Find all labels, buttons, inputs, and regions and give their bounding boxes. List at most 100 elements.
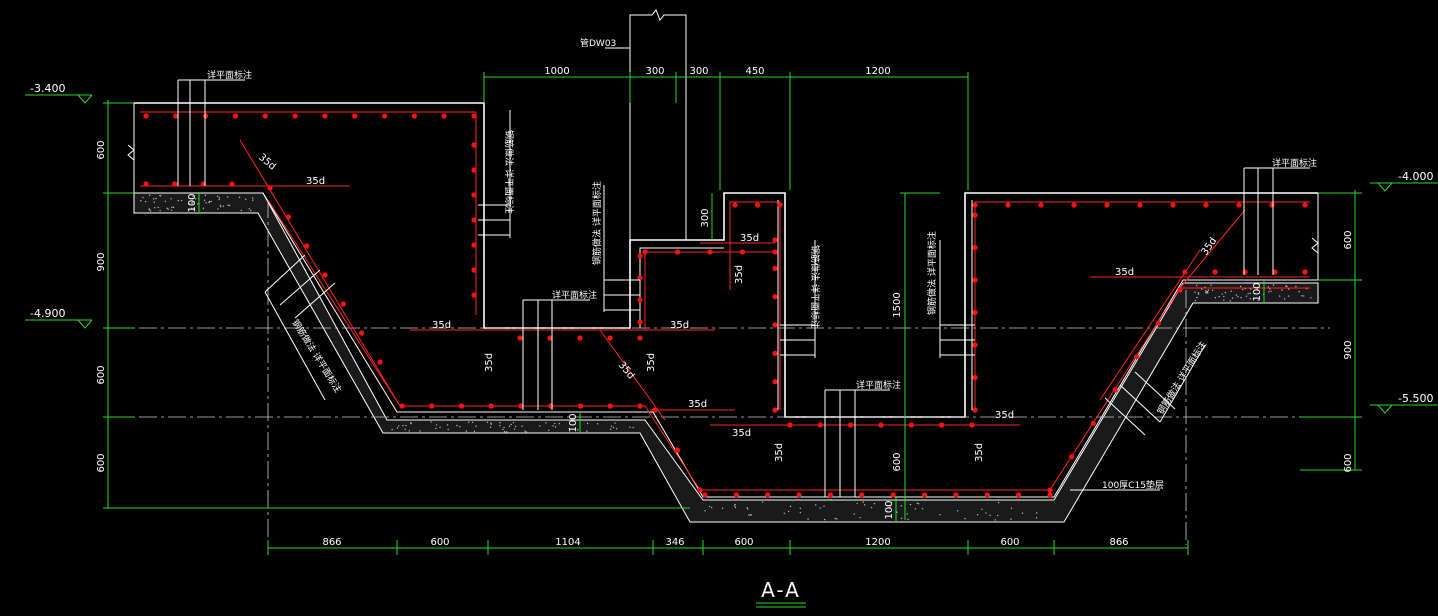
cushion-speck xyxy=(1035,517,1038,519)
cushion-speck xyxy=(514,425,517,428)
cushion-speck xyxy=(1247,293,1249,295)
rebar-dot xyxy=(1177,287,1183,293)
cushion-speck xyxy=(721,507,724,510)
cushion-speck xyxy=(149,210,152,212)
cushion-speck xyxy=(144,200,147,203)
cushion-speck xyxy=(1211,289,1214,291)
rebar-dot xyxy=(796,492,802,498)
cushion-speck xyxy=(761,501,764,503)
axis-lines xyxy=(110,200,1330,545)
rebar-dot xyxy=(702,492,708,498)
cushion-speck xyxy=(191,202,193,204)
rebar-dot xyxy=(772,350,778,356)
cushion-speck xyxy=(997,501,1000,504)
cushion-speck xyxy=(783,512,786,515)
rebar-dot xyxy=(637,335,643,341)
inner-dim-3: 100 xyxy=(884,500,895,519)
cushion-speck xyxy=(615,428,618,430)
cushion-speck xyxy=(471,421,474,423)
cushion-speck xyxy=(142,196,144,199)
cushion-speck xyxy=(708,505,711,508)
cushion-speck xyxy=(468,421,470,423)
cushion-speck xyxy=(252,199,254,201)
lap-label: 35d xyxy=(616,360,637,382)
rebar-dot xyxy=(203,113,209,119)
cushion-speck xyxy=(548,429,550,431)
cushion-speck xyxy=(222,205,225,207)
cushion-speck xyxy=(746,507,748,509)
cushion-speck xyxy=(1237,296,1239,298)
cushion-speck xyxy=(614,422,616,424)
rebar-dot xyxy=(488,403,494,409)
rebar-dot xyxy=(1272,269,1278,275)
lap-label: 35d xyxy=(734,265,745,284)
rebar-dot xyxy=(972,342,978,348)
note-labels: 管DW03 详平面标注 详平面标注 详平面标注 详平面标注 钢筋做法 详平面标注… xyxy=(207,37,1317,491)
top-dim-5: 1200 xyxy=(865,66,890,77)
right-dim-3: 600 xyxy=(1343,453,1354,472)
cushion-speck xyxy=(918,503,920,505)
cushion-speck xyxy=(612,426,615,429)
rebar-dot xyxy=(1182,269,1188,275)
cushion-speck xyxy=(1287,295,1290,297)
cushion-speck xyxy=(191,198,194,200)
cushion-speck xyxy=(410,422,412,425)
cushion-speck xyxy=(240,209,242,212)
cushion-speck xyxy=(398,425,400,427)
rebar-dot xyxy=(972,374,978,381)
lap-label: 35d xyxy=(995,410,1014,421)
rebar-dot xyxy=(732,202,738,208)
rebar-dot xyxy=(642,249,648,255)
wall-note-4: 钢筋做法 详平面标注 xyxy=(926,231,938,315)
cushion-speck xyxy=(749,514,752,516)
cushion-speck xyxy=(1281,289,1283,291)
cushion-speck xyxy=(499,425,501,427)
cushion-speck xyxy=(226,196,229,198)
rebar-dot xyxy=(772,294,778,300)
cushion-speck xyxy=(900,517,903,520)
cushion-speck xyxy=(1267,286,1270,288)
rebar-dot xyxy=(1038,202,1044,208)
cushion-speck xyxy=(576,429,579,431)
cushion-speck xyxy=(788,510,790,513)
cushion-speck xyxy=(1268,291,1270,293)
cushion-speck xyxy=(473,430,476,433)
bottom-dim-4: 346 xyxy=(665,537,684,548)
rebar-dot xyxy=(972,407,978,413)
rebar-dot xyxy=(1212,269,1218,275)
rebar-dot xyxy=(754,202,761,208)
cushion-speck xyxy=(558,422,560,425)
rebar-dot xyxy=(292,113,298,119)
lap-label: 35d xyxy=(484,353,495,372)
rebar-dot xyxy=(322,113,328,119)
cushion-speck xyxy=(863,504,866,506)
cushion-speck xyxy=(836,518,838,520)
cushion-speck xyxy=(238,196,241,199)
lap-label: 35d xyxy=(1115,267,1134,278)
bar-note-left: 详平面标注 xyxy=(207,69,252,81)
cushion-speck xyxy=(435,424,438,426)
cushion-speck xyxy=(1207,289,1210,291)
rebar-dot xyxy=(972,277,978,283)
rebar-dot xyxy=(817,422,823,428)
cushion-speck xyxy=(909,503,912,506)
cushion-speck xyxy=(921,507,924,510)
cushion-speck xyxy=(402,424,404,427)
cushion-speck xyxy=(900,505,903,507)
cushion-speck xyxy=(629,426,631,428)
cushion-speck xyxy=(996,514,999,517)
rebar-dot xyxy=(1203,202,1209,208)
rebar-dot xyxy=(707,249,713,255)
bottom-dim-1: 866 xyxy=(322,537,341,548)
rebar-dot xyxy=(1104,202,1110,208)
cushion-speck xyxy=(391,428,393,431)
cushion-speck xyxy=(197,203,199,205)
cushion-speck xyxy=(799,507,801,510)
cushion-speck xyxy=(521,425,523,427)
inner-dim-4: 100 xyxy=(1252,282,1263,301)
cushion-speck xyxy=(396,427,399,429)
cushion-speck xyxy=(1205,292,1207,294)
rebar-dot xyxy=(267,185,273,191)
cushion-speck xyxy=(447,428,449,431)
rebar-dot xyxy=(787,422,793,428)
